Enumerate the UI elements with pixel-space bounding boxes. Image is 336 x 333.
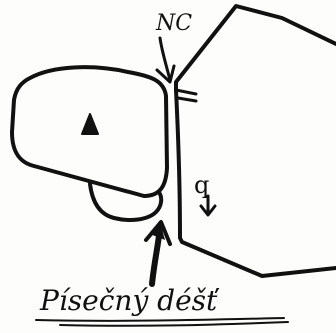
triangle-marker xyxy=(82,114,98,134)
upward-arrow xyxy=(146,222,170,284)
q-label: q xyxy=(194,171,209,199)
caption-text: Písečný déšť xyxy=(39,284,220,317)
caption-underline xyxy=(36,318,288,326)
right-block-outline xyxy=(176,6,336,276)
nc-arrow xyxy=(157,38,174,82)
nc-label: NC xyxy=(155,11,192,36)
gap-ticks xyxy=(176,90,196,101)
